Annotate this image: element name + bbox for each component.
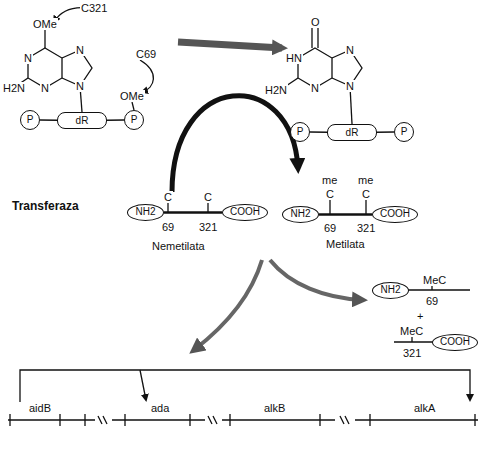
label-text: Transferaza <box>11 200 80 212</box>
connector <box>164 211 222 214</box>
node-text: P <box>131 114 138 125</box>
gene-name: aidB <box>28 402 52 414</box>
connector <box>310 131 327 133</box>
terminus-ellipse: NH2 <box>282 206 319 223</box>
node-text: dR <box>76 115 89 126</box>
gene-name: ada <box>150 402 170 414</box>
node-text: P <box>297 126 304 137</box>
label-text: N <box>75 44 85 56</box>
label-text: me <box>357 174 374 186</box>
label-text: 321 <box>402 347 422 359</box>
terminus-ellipse: COOH <box>372 206 418 223</box>
label-text: + <box>416 310 424 322</box>
phosphate-circle: P <box>124 110 144 130</box>
node-text: dR <box>346 127 359 138</box>
label-text: 69 <box>425 295 439 307</box>
node-text: NH2 <box>380 284 400 295</box>
connector <box>319 213 372 216</box>
node-text: NH2 <box>135 206 155 217</box>
label-text: 69 <box>323 222 337 234</box>
phosphate-circle: P <box>20 110 40 130</box>
label-text: 321 <box>198 221 218 233</box>
label-text: Nemetilata <box>151 240 206 252</box>
label-text: N <box>75 80 85 92</box>
sugar-box: dR <box>327 124 377 141</box>
node-text: P <box>27 114 34 125</box>
label-text: 69 <box>161 221 175 233</box>
label-text: OMe <box>119 90 145 102</box>
label-text: C <box>325 188 335 200</box>
gene-name: alkB <box>263 402 286 414</box>
node-text: P <box>401 126 408 137</box>
terminus-ellipse: NH2 <box>372 282 409 299</box>
connector <box>40 119 57 121</box>
label-text: O <box>310 16 321 28</box>
label-text: Metilata <box>325 238 366 250</box>
node-text: COOH <box>380 208 410 219</box>
label-text: HN <box>285 52 303 64</box>
label-text: N <box>40 82 50 94</box>
label-text: C69 <box>135 48 157 60</box>
label-text: N <box>345 80 355 92</box>
label-text: H2N <box>2 82 26 94</box>
node-text: COOH <box>230 206 260 217</box>
label-text: N <box>23 52 33 64</box>
node-text: COOH <box>440 336 470 347</box>
label-text: N <box>310 82 320 94</box>
terminus-ellipse: NH2 <box>127 204 164 221</box>
connector <box>377 131 394 133</box>
gene-name: alkA <box>413 402 436 414</box>
node-text: NH2 <box>290 208 310 219</box>
label-text: MeC <box>422 274 447 286</box>
label-text: H2N <box>264 84 288 96</box>
label-text: me <box>321 174 338 186</box>
label-text: C <box>203 191 213 203</box>
phosphate-circle: P <box>394 122 414 142</box>
label-text: C <box>163 191 173 203</box>
label-text: 321 <box>356 222 376 234</box>
phosphate-circle: P <box>290 122 310 142</box>
terminus-ellipse: COOH <box>222 204 268 221</box>
sugar-box: dR <box>57 112 107 129</box>
label-text: N <box>345 44 355 56</box>
label-text: MeC <box>399 325 424 337</box>
label-text: C321 <box>80 2 108 14</box>
label-text: OMe <box>32 18 58 30</box>
connector <box>107 119 124 121</box>
terminus-ellipse: COOH <box>432 334 478 351</box>
label-text: C <box>361 188 371 200</box>
